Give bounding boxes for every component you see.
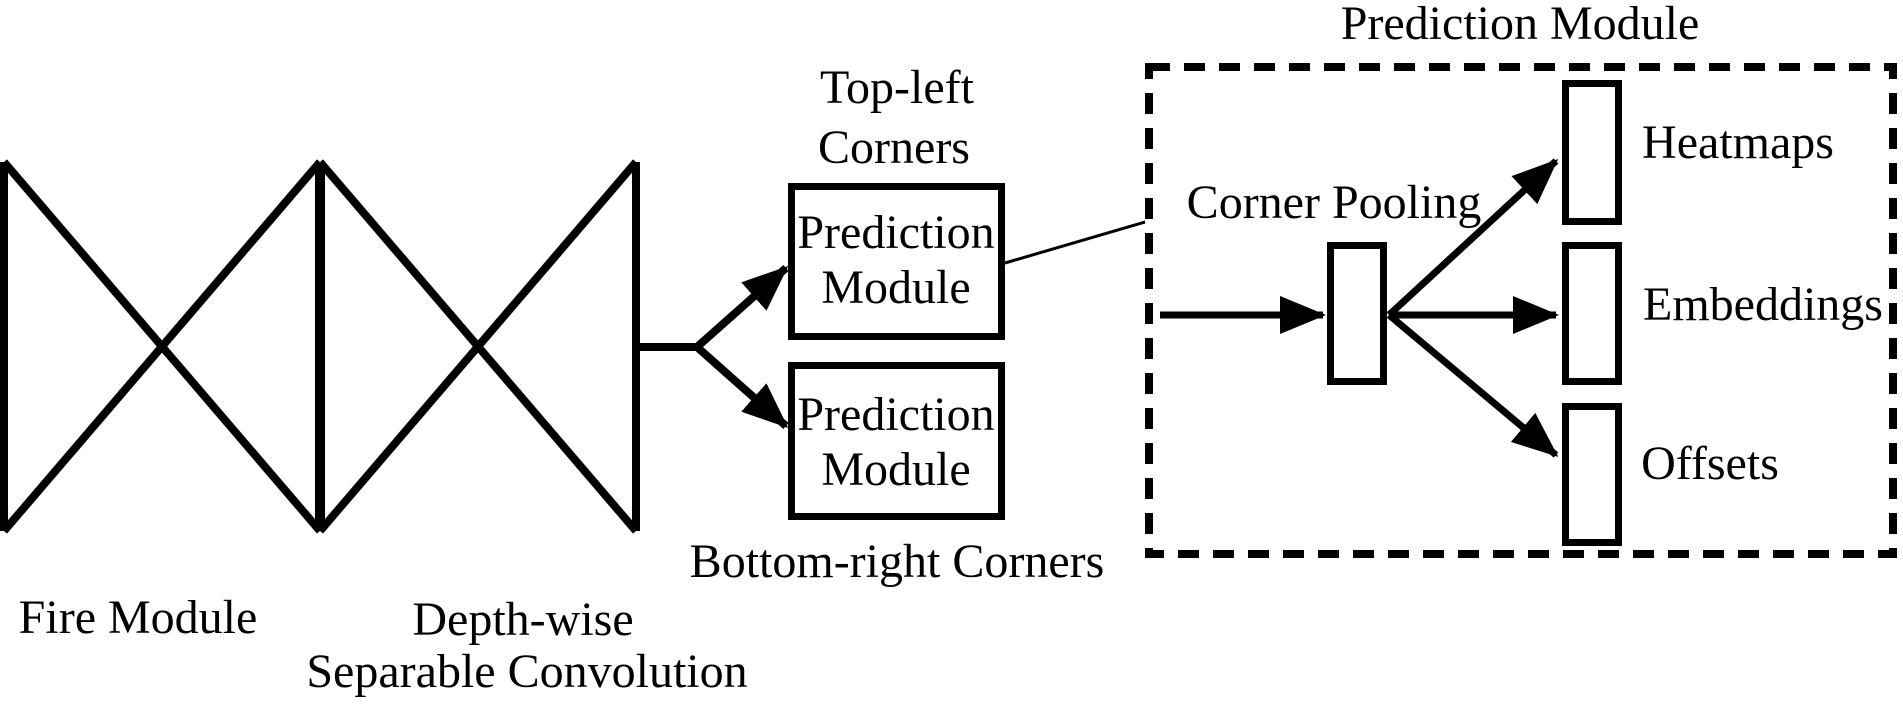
backbone-hourglass-network [0,159,640,534]
embeddings-label: Embeddings [1643,278,1883,331]
embeddings-rect [1562,242,1622,385]
corner-pooling-rect [1327,242,1387,385]
heatmaps-rect [1562,80,1622,225]
arrow-to-offsets [1386,312,1559,458]
top-prediction-module-label-line1: Prediction [797,206,994,259]
offsets-label: Offsets [1641,437,1779,490]
depthwise-label-line1: Depth-wise [412,593,633,646]
detail-callout-line [1004,220,1146,265]
top-left-corners-caption-line1: Top-left [820,61,975,114]
detail-panel-dashed-border [1145,63,1897,558]
bottom-prediction-module-rect [788,362,1005,520]
heatmaps-label: Heatmaps [1642,116,1834,169]
arrow-to-bottom-prediction-module [694,344,789,429]
hourglass2-diagonal-up [316,159,640,534]
depthwise-label-line2: Separable Convolution [306,645,747,698]
top-prediction-module-label-line2: Module [821,261,970,314]
arrow-to-heatmaps [1386,158,1559,318]
bottom-right-corners-caption: Bottom-right Corners [690,535,1105,588]
top-left-corners-caption-line2: Corners [818,121,970,174]
top-prediction-module-rect [788,183,1005,340]
bottom-prediction-module-label-line2: Module [821,443,970,496]
prediction-module-detail-panel: Corner Pooling Heatmaps Embeddings Offse… [1145,63,1897,558]
detail-panel-title: Prediction Module [1341,0,1700,50]
fire-module-label: Fire Module [19,591,258,644]
arrow-to-top-prediction-module [694,265,789,350]
branch-split [632,265,789,429]
hourglass1-diagonal-up [0,159,324,534]
corner-pooling-label: Corner Pooling [1187,176,1482,229]
bottom-prediction-module-box: Prediction Module [788,362,1005,520]
offsets-rect [1562,403,1622,546]
bottom-prediction-module-label-line1: Prediction [797,388,994,441]
top-prediction-module-box: Prediction Module [788,183,1005,340]
